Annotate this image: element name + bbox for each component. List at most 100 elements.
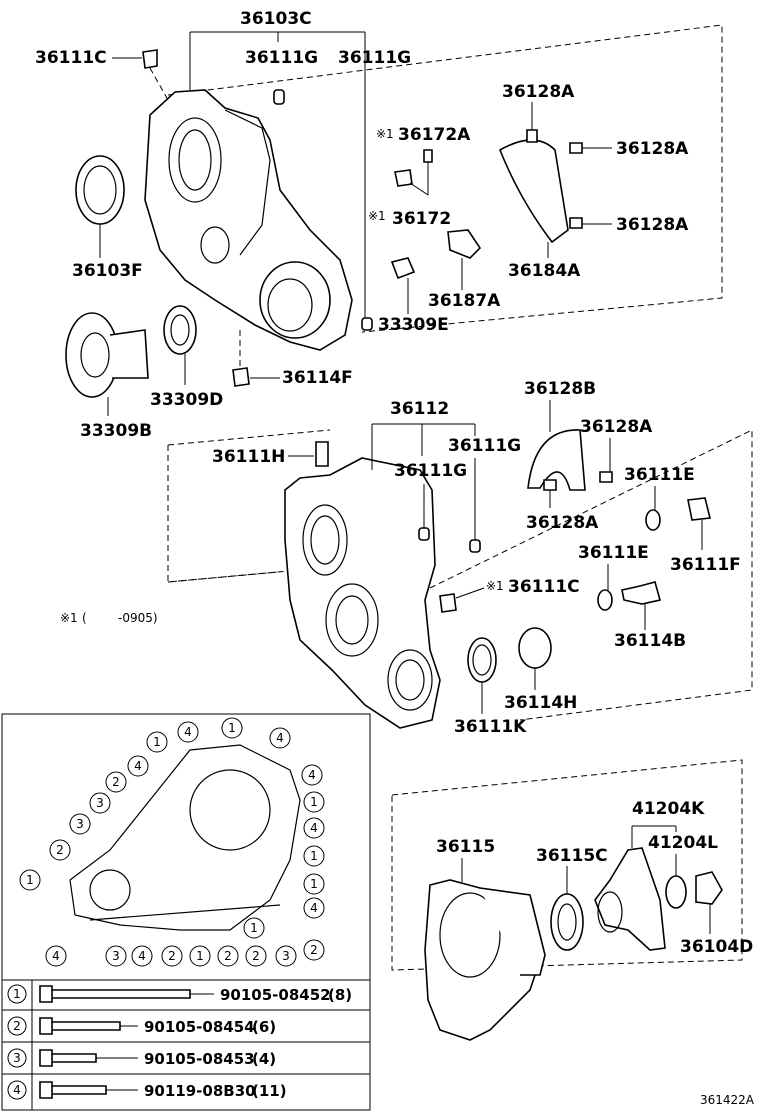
bolt-row-2-part: 90105-08454 bbox=[144, 1018, 255, 1036]
bolt-row-3-num: 3 bbox=[13, 1051, 21, 1065]
label-36187A: 36187A bbox=[428, 291, 501, 311]
seal-33309D bbox=[163, 305, 197, 355]
bolt-callout-circle bbox=[269, 727, 291, 749]
label-36128A-3: 36128A bbox=[616, 215, 689, 235]
label-36104D: 36104D bbox=[680, 937, 753, 957]
label-36114B: 36114B bbox=[614, 631, 686, 651]
bolt-callout-circle bbox=[105, 771, 127, 793]
label-36111H: 36111H bbox=[212, 447, 285, 467]
plug-36114B bbox=[621, 581, 661, 605]
washer-41204L bbox=[665, 875, 687, 909]
cap-36114H bbox=[518, 627, 552, 669]
label-36111K: 36111K bbox=[454, 717, 527, 737]
label-36111C-top: 36111C bbox=[35, 48, 107, 68]
bolt-callout-circle bbox=[105, 945, 127, 967]
bolt-36128A-5 bbox=[543, 479, 557, 491]
label-36172: 36172 bbox=[392, 209, 451, 229]
bolt-callout-circle bbox=[45, 945, 67, 967]
group-box-top bbox=[167, 24, 723, 333]
star-mark-36172: ※1 bbox=[368, 209, 386, 223]
note-mark: ※1 bbox=[60, 611, 78, 625]
front-case-36103C bbox=[144, 89, 353, 351]
bolt-row-1-circle bbox=[7, 984, 27, 1004]
bolt-callout-number: 4 bbox=[310, 821, 318, 835]
bolt-row-3-icon bbox=[39, 1049, 97, 1067]
bolt-36128A-4 bbox=[599, 471, 613, 483]
ring-36111K-inner bbox=[472, 644, 492, 676]
pin-36111G-c bbox=[469, 539, 481, 553]
bolt-table: 1 90105-08452 (8) 2 90105-08454 (6) 3 90… bbox=[2, 980, 370, 1110]
plug-36111C-mid bbox=[439, 593, 457, 613]
rear-case-36112 bbox=[284, 457, 441, 729]
note-range: -0905) bbox=[118, 611, 158, 625]
label-36103C: 36103C bbox=[240, 9, 312, 29]
pin-36111G-a bbox=[273, 89, 285, 105]
bolt-callout-circle bbox=[303, 791, 325, 813]
bolt-callout-circle bbox=[303, 897, 325, 919]
nut-36104D bbox=[695, 871, 723, 905]
plug-36111C-top bbox=[142, 49, 158, 69]
breather-36111H bbox=[315, 441, 329, 467]
bolt-inset-frame bbox=[1, 713, 371, 1111]
bolt-callout-circle bbox=[221, 717, 243, 739]
inset-case-outline bbox=[69, 744, 301, 931]
star-mark-36111C: ※1 bbox=[486, 579, 504, 593]
label-36111G-a: 36111G bbox=[245, 48, 318, 68]
part-33309E bbox=[390, 257, 416, 280]
bolt-callout-number: 4 bbox=[310, 901, 318, 915]
label-36112: 36112 bbox=[390, 399, 449, 419]
bolt-row-4-qty: (11) bbox=[252, 1082, 287, 1100]
bolt-callout-number: 1 bbox=[228, 721, 236, 735]
group-box-middle-lines bbox=[167, 429, 753, 721]
bolt-row-2-icon bbox=[39, 1017, 121, 1035]
bolt-callout-circle bbox=[245, 945, 267, 967]
bolt-callout-circle bbox=[146, 731, 168, 753]
bolt-callout-circle bbox=[89, 792, 111, 814]
bolt-callout-number: 3 bbox=[112, 949, 120, 963]
bolt-row-4: 4 90119-08B30 (11) bbox=[7, 1080, 287, 1100]
bolt-row-3: 3 90105-08453 (4) bbox=[7, 1048, 276, 1068]
bolt-row-4-part: 90119-08B30 bbox=[144, 1082, 256, 1100]
bolt-callout-number: 4 bbox=[138, 949, 146, 963]
bolt-callout-number: 1 bbox=[153, 735, 161, 749]
bolt-36128A-1 bbox=[526, 129, 538, 143]
bolt-callout-number: 1 bbox=[310, 877, 318, 891]
label-36128A-5: 36128A bbox=[526, 513, 599, 533]
bolt-callout-number: 2 bbox=[168, 949, 176, 963]
bolt-callout-number: 2 bbox=[56, 843, 64, 857]
bolt-callout-circle bbox=[189, 945, 211, 967]
bolt-row-3-part: 90105-08453 bbox=[144, 1050, 255, 1068]
extension-housing-36115 bbox=[424, 879, 546, 1041]
bolt-row-4-num: 4 bbox=[13, 1083, 21, 1097]
bolt-callout-number: 1 bbox=[310, 795, 318, 809]
cover-36184A bbox=[498, 139, 569, 244]
bolt-36128A-3 bbox=[569, 217, 583, 229]
label-36111C-mid: 36111C bbox=[508, 577, 580, 597]
label-36111F: 36111F bbox=[670, 555, 741, 575]
bolt-row-3-qty: (4) bbox=[252, 1050, 276, 1068]
label-33309E: 33309E bbox=[378, 315, 449, 335]
group-box-middle-bottom bbox=[167, 569, 301, 583]
bolt-callout-circle bbox=[243, 917, 265, 939]
bolt-callout-circle bbox=[161, 945, 183, 967]
label-36111E-a: 36111E bbox=[624, 465, 695, 485]
bolt-row-2: 2 90105-08454 (6) bbox=[7, 1016, 276, 1036]
bolt-callout-circle bbox=[303, 939, 325, 961]
label-36128A-1: 36128A bbox=[502, 82, 575, 102]
bolt-callout-number: 1 bbox=[310, 849, 318, 863]
label-36111G-d: 36111G bbox=[394, 461, 467, 481]
group-box-bottom bbox=[391, 759, 743, 971]
label-36114H: 36114H bbox=[504, 693, 577, 713]
cover-36128B bbox=[527, 429, 586, 491]
pin-36111G-d bbox=[418, 527, 430, 541]
label-36184A: 36184A bbox=[508, 261, 581, 281]
label-36128B: 36128B bbox=[524, 379, 596, 399]
bracket-36172 bbox=[394, 169, 413, 187]
flange-41204 bbox=[594, 847, 666, 951]
seal-36115C bbox=[550, 893, 584, 951]
bolt-callout-circle bbox=[127, 755, 149, 777]
bolt-callout-circle bbox=[301, 764, 323, 786]
bolt-callout-circle bbox=[49, 839, 71, 861]
plug-36111F bbox=[687, 497, 711, 521]
